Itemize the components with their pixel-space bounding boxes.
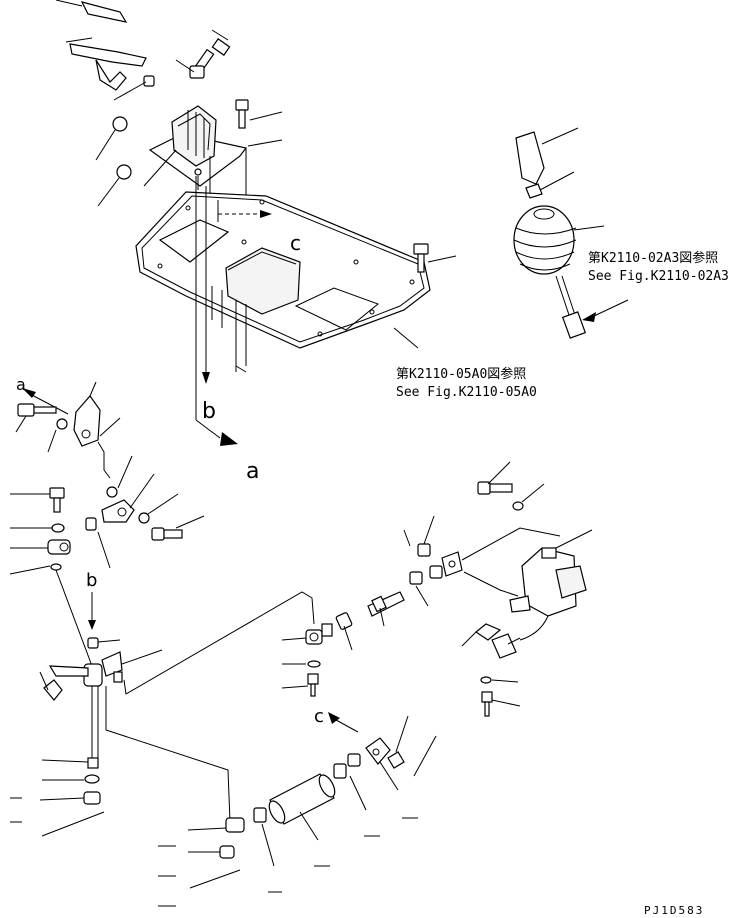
floor-plate [135,191,431,373]
bolt-right-unit [477,461,545,511]
bolt-column-left [9,487,93,667]
ref-fig-top-right-jp: 第K2110-02A3図参照 [588,250,718,266]
ref-c-lower [328,712,359,733]
washer-stack-left [10,757,105,837]
ref-fig-top-right-en: See Fig.K2110-02A3 [588,269,729,284]
bolt-right-stand [235,99,283,147]
ref-b-lower [88,592,96,630]
marker-a-lower: a [246,459,259,484]
knob-grip [515,127,579,199]
ref-c-upper [217,200,272,222]
control-rods [195,176,238,446]
lever-bracket-top [55,0,147,91]
pivot-bracket [39,637,163,760]
lever-arm-left [15,381,121,479]
connector-harness [461,623,521,717]
rod-end-left [85,455,205,569]
marker-a-upper: a [16,375,26,394]
threaded-rod [335,515,463,651]
link-lower [105,591,315,823]
marker-b-lower: b [86,570,97,591]
control-lever-shaft [555,275,629,339]
knob-balls [95,116,132,207]
marker-c-upper: c [290,231,301,255]
ref-fig-center-jp: 第K2110-05A0図参照 [396,366,526,382]
marker-c-lower: c [314,706,324,727]
drawing-id: PJ1D583 [644,904,704,917]
ref-fig-center-en: See Fig.K2110-05A0 [396,385,537,400]
marker-b-upper: b [202,399,216,424]
bolt-top [113,29,231,101]
rubber-boot [513,205,605,275]
rod-connector-center [281,623,333,697]
solenoid-valve [461,527,593,641]
damper-cylinder [158,715,437,907]
ref-a-upper [22,388,69,415]
bolt-plate-right [413,243,457,273]
